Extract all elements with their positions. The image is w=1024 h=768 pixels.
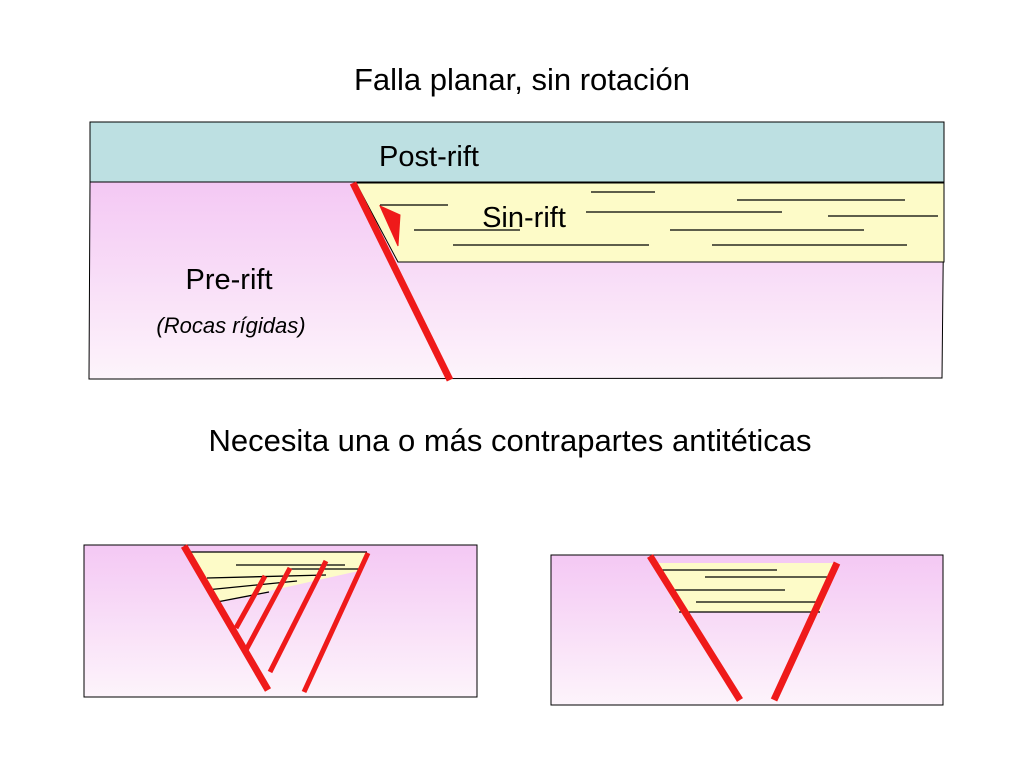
- lower-left-master-fault: [180, 544, 272, 692]
- lower-right-left-fault: [647, 554, 743, 702]
- lower-right-cross-section: [550, 554, 944, 706]
- lower-right-right-fault: [770, 561, 841, 702]
- lower-left-antithetic-fault-2: [242, 566, 293, 654]
- lower-left-antithetic-fault-3: [267, 559, 329, 674]
- sin-rift-label: Sin-rift: [482, 202, 566, 234]
- post-rift-label: Post-rift: [379, 141, 479, 173]
- post-rift-layer: [89, 121, 945, 183]
- pre-rift-note: (Rocas rígidas): [156, 313, 305, 338]
- lower-left-antithetic-fault-1: [233, 574, 268, 630]
- lower-left-antithetic-fault-4: [301, 551, 371, 694]
- lower-left-cross-section: [83, 544, 478, 698]
- sin-rift-layer: [355, 182, 945, 263]
- main-cross-section: Post-rift Sin-rift Pre-rift (Rocas rígid…: [88, 121, 945, 382]
- diagram-subtitle: Necesita una o más contrapartes antitéti…: [208, 423, 811, 458]
- lower-right-sin-rift-fill: [653, 563, 838, 612]
- lower-right-laminations: [661, 569, 831, 613]
- pre-rift-label: Pre-rift: [186, 264, 273, 296]
- sin-rift-laminations: [380, 191, 938, 246]
- diagram-title: Falla planar, sin rotación: [354, 62, 690, 97]
- main-fault: [349, 181, 454, 382]
- fault-drag-marker: [379, 205, 401, 247]
